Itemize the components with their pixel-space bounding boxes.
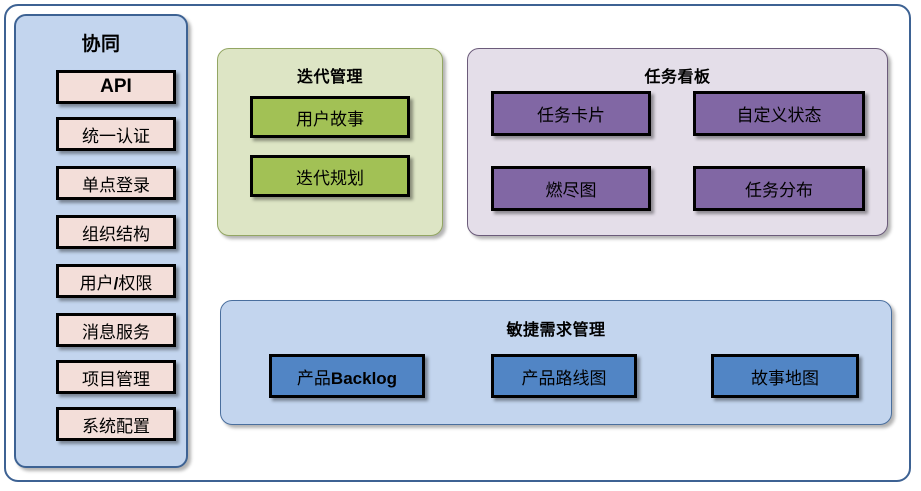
agile-requirement-panel-title: 敏捷需求管理 bbox=[506, 322, 606, 339]
collab-item-user-permission[interactable]: 用户/权限 bbox=[56, 264, 176, 298]
collab-item-project-management[interactable]: 项目管理 bbox=[56, 360, 176, 394]
agile-item-label: 产品Backlog bbox=[296, 368, 398, 388]
collab-item-api[interactable]: API bbox=[56, 70, 176, 104]
taskboard-item-custom-status[interactable]: 自定义状态 bbox=[693, 91, 865, 136]
collaboration-panel[interactable]: 协同 API 统一认证 单点登录 组织结构 用户/权限 消息服务 项目管理 系统… bbox=[14, 14, 188, 468]
collab-item-label: 系统配置 bbox=[82, 416, 150, 436]
taskboard-item-label: 任务分布 bbox=[745, 181, 813, 200]
iteration-item-user-story[interactable]: 用户故事 bbox=[250, 96, 410, 138]
collab-item-org-structure[interactable]: 组织结构 bbox=[56, 215, 176, 249]
taskboard-item-label: 任务卡片 bbox=[537, 106, 605, 125]
iteration-management-panel-title: 迭代管理 bbox=[296, 69, 363, 86]
taskboard-item-task-card[interactable]: 任务卡片 bbox=[491, 91, 651, 136]
taskboard-item-burndown-chart[interactable]: 燃尽图 bbox=[491, 166, 651, 211]
collab-item-unified-auth[interactable]: 统一认证 bbox=[56, 117, 176, 151]
taskboard-panel[interactable]: 任务看板 任务卡片 自定义状态 燃尽图 任务分布 bbox=[467, 48, 888, 236]
iteration-item-label: 用户故事 bbox=[296, 109, 364, 129]
outer-frame bbox=[4, 4, 911, 482]
taskboard-item-label: 燃尽图 bbox=[545, 181, 597, 200]
iteration-item-label: 迭代规划 bbox=[296, 168, 364, 188]
collab-item-label: 组织结构 bbox=[82, 224, 150, 244]
taskboard-item-task-distribution[interactable]: 任务分布 bbox=[693, 166, 865, 211]
agile-requirement-panel[interactable]: 敏捷需求管理 产品Backlog 产品路线图 故事地图 bbox=[220, 300, 892, 425]
collab-item-label: API bbox=[100, 76, 132, 97]
taskboard-panel-title: 任务看板 bbox=[644, 69, 711, 86]
agile-item-story-map[interactable]: 故事地图 bbox=[711, 354, 859, 398]
collab-item-system-config[interactable]: 系统配置 bbox=[56, 407, 176, 441]
agile-item-label: 产品路线图 bbox=[521, 368, 607, 388]
collab-item-label: 用户/权限 bbox=[79, 273, 153, 293]
iteration-management-panel[interactable]: 迭代管理 用户故事 迭代规划 bbox=[217, 48, 443, 236]
collab-item-single-sign-on[interactable]: 单点登录 bbox=[56, 166, 176, 200]
agile-item-product-backlog[interactable]: 产品Backlog bbox=[269, 354, 425, 398]
collab-item-label: 项目管理 bbox=[82, 369, 150, 389]
taskboard-item-label: 自定义状态 bbox=[736, 106, 822, 125]
collab-item-label: 单点登录 bbox=[82, 175, 150, 195]
collab-item-label: 统一认证 bbox=[82, 126, 150, 146]
iteration-item-sprint-planning[interactable]: 迭代规划 bbox=[250, 155, 410, 197]
agile-item-label: 故事地图 bbox=[751, 368, 819, 388]
collab-item-label: 消息服务 bbox=[82, 322, 150, 342]
agile-item-product-roadmap[interactable]: 产品路线图 bbox=[491, 354, 637, 398]
collaboration-panel-title: 协同 bbox=[81, 34, 121, 55]
collab-item-message-service[interactable]: 消息服务 bbox=[56, 313, 176, 347]
